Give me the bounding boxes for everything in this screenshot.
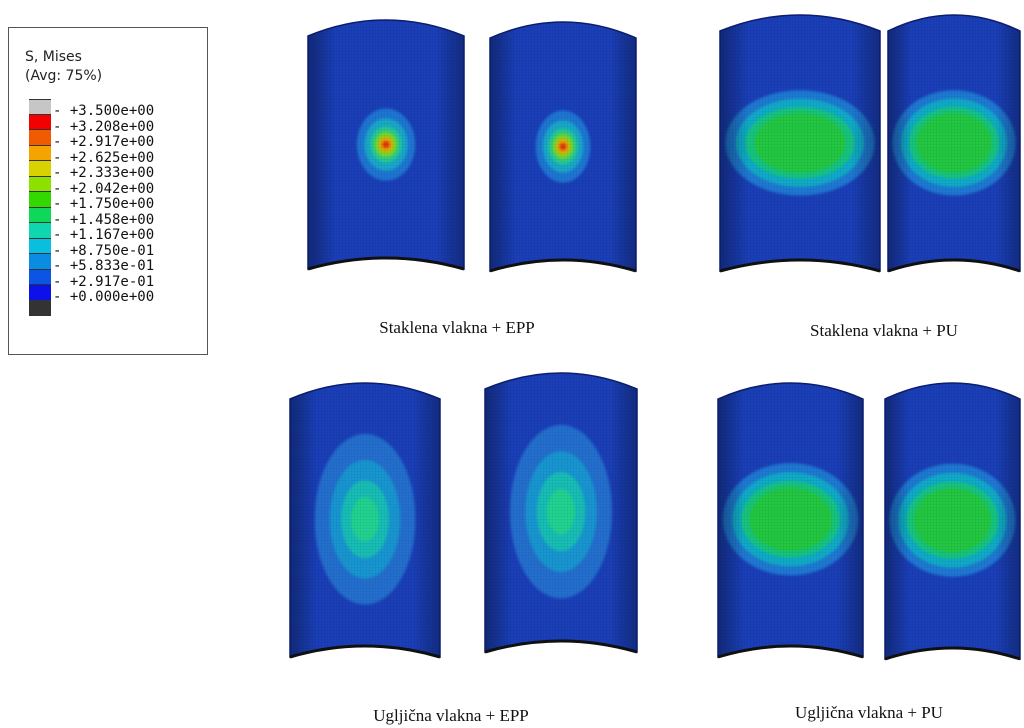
- fe-cylinder-model: [887, 14, 1021, 273]
- caption-carbon-epp: Ugljična vlakna + EPP: [373, 706, 529, 725]
- fe-cylinder-model: [884, 382, 1021, 661]
- legend-value-label: - +3.208e+00: [53, 118, 155, 135]
- legend-swatch: [29, 285, 51, 301]
- caption-glass-pu: Staklena vlakna + PU: [810, 321, 958, 340]
- cylinder-bottom-rim: [884, 646, 1021, 661]
- legend-swatch: [29, 207, 51, 223]
- caption-glass-epp: Staklena vlakna + EPP: [379, 318, 535, 337]
- caption-carbon-pu: Ugljična vlakna + PU: [795, 703, 943, 722]
- cylinder-bottom-rim: [289, 644, 441, 659]
- legend-swatch: [29, 192, 51, 208]
- legend-swatch: [29, 269, 51, 285]
- legend-value-label: - +0.000e+00: [53, 289, 155, 305]
- cylinder-bottom-rim: [717, 644, 864, 659]
- legend-swatch: [29, 99, 51, 115]
- legend-swatch: [29, 300, 51, 316]
- legend-swatch: [29, 254, 51, 270]
- legend-swatch: [29, 114, 51, 130]
- legend-value-label: - +2.625e+00: [53, 149, 155, 166]
- cylinder-bottom-rim: [887, 258, 1021, 273]
- legend-value-label: - +2.917e-01: [53, 273, 155, 290]
- legend-value-label: - +1.750e+00: [53, 196, 155, 212]
- legend-value-label: - +2.917e+00: [53, 134, 155, 150]
- fe-cylinder-model: [489, 21, 637, 273]
- fe-cylinder-model: [307, 19, 465, 271]
- legend-value-label: - +8.750e-01: [53, 242, 155, 259]
- legend-title: S, Mises: [25, 49, 82, 65]
- legend-swatch: [29, 238, 51, 254]
- fe-cylinder-model: [484, 372, 638, 654]
- legend-swatch: [29, 176, 51, 192]
- fe-cylinder-model: [289, 382, 441, 659]
- legend-swatch: [29, 223, 51, 239]
- fe-cylinder-model: [719, 14, 881, 273]
- legend-value-label: - +2.042e+00: [53, 180, 155, 197]
- stress-legend: S, Mises (Avg: 75%) - +3.500e+00- +3.208…: [8, 27, 208, 355]
- legend-value-label: - +1.167e+00: [53, 227, 155, 243]
- legend-color-bar: [29, 99, 51, 316]
- legend-value-label: - +5.833e-01: [53, 258, 155, 274]
- cylinder-bottom-rim: [484, 639, 638, 654]
- legend-value-label: - +3.500e+00: [53, 103, 155, 119]
- legend-swatch: [29, 130, 51, 146]
- legend-swatch: [29, 145, 51, 161]
- cylinder-bottom-rim: [307, 256, 465, 271]
- legend-value-label: - +1.458e+00: [53, 211, 155, 228]
- legend-swatch: [29, 161, 51, 177]
- legend-subtitle: (Avg: 75%): [25, 68, 103, 84]
- cylinder-bottom-rim: [719, 258, 881, 273]
- cylinder-bottom-rim: [489, 258, 637, 273]
- legend-value-label: - +2.333e+00: [53, 165, 155, 181]
- fe-cylinder-model: [717, 382, 864, 659]
